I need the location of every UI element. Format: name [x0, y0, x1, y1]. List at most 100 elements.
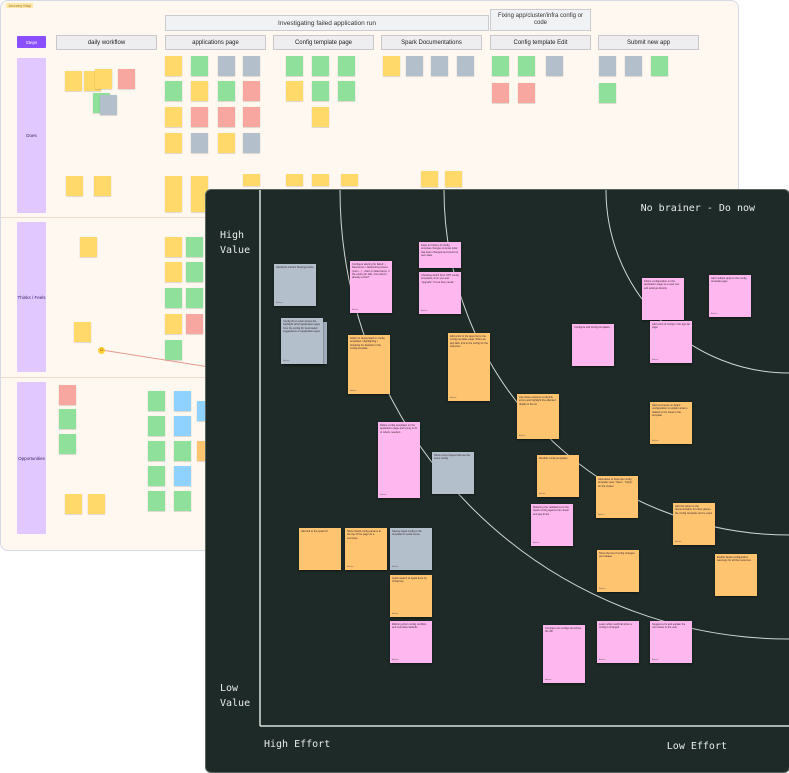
sticky-note[interactable]: Add link to the spark UI	[299, 528, 341, 570]
sticky-note[interactable]	[197, 441, 207, 461]
sticky-note[interactable]: Suggest a fix and explain the root cause…	[650, 621, 692, 663]
sticky-note[interactable]	[243, 56, 260, 76]
sticky-note[interactable]	[218, 133, 235, 153]
sticky-note[interactable]	[518, 83, 535, 103]
sticky-note[interactable]	[383, 56, 400, 76]
sticky-note[interactable]	[186, 314, 203, 334]
sticky-note[interactable]: Add multiple apps to the config template…	[709, 275, 751, 317]
sticky-note[interactable]	[94, 176, 111, 196]
sticky-note[interactable]	[312, 174, 329, 186]
sticky-note[interactable]	[191, 107, 208, 127]
sticky-note[interactable]	[406, 56, 423, 76]
sticky-note[interactable]: Quick search of spark docs by config key…	[390, 575, 432, 617]
sticky-note[interactable]: Configure edit config templates	[572, 324, 614, 366]
sticky-note[interactable]	[80, 237, 97, 257]
sticky-note[interactable]	[651, 56, 668, 76]
effort-value-matrix[interactable]: No brainer - Do now High Value Low Value…	[205, 189, 789, 773]
sticky-note[interactable]	[186, 237, 203, 257]
sticky-note[interactable]	[148, 466, 165, 486]
sticky-note[interactable]	[59, 434, 76, 454]
sticky-note[interactable]	[174, 391, 191, 411]
sticky-note[interactable]	[286, 81, 303, 101]
sticky-note[interactable]	[165, 81, 182, 101]
sticky-note[interactable]	[243, 81, 260, 101]
sticky-note[interactable]	[165, 288, 182, 308]
sticky-note[interactable]: Add comments on Spark configuration to e…	[650, 402, 692, 444]
sticky-note[interactable]	[421, 171, 438, 187]
sticky-note[interactable]	[341, 174, 358, 186]
sticky-note[interactable]	[95, 69, 112, 89]
sticky-note[interactable]	[165, 340, 182, 360]
sticky-note[interactable]	[218, 81, 235, 101]
sticky-note[interactable]: Add a link of config in the app list pag…	[650, 321, 692, 363]
sticky-note[interactable]	[174, 491, 191, 511]
sticky-note[interactable]	[174, 441, 191, 461]
sticky-note[interactable]: Show Spark config params at the top of t…	[345, 528, 387, 570]
sticky-note[interactable]: Matching the validations for the Spark c…	[531, 504, 573, 546]
sticky-note[interactable]	[492, 56, 509, 76]
sticky-note[interactable]	[165, 314, 182, 334]
sticky-note[interactable]	[518, 56, 535, 76]
sticky-note[interactable]	[218, 56, 235, 76]
sticky-note[interactable]	[165, 107, 182, 127]
sticky-note[interactable]	[118, 69, 135, 89]
sticky-note[interactable]: Enable Spark configuration warnings for …	[715, 554, 757, 596]
sticky-note[interactable]	[74, 322, 91, 342]
sticky-note[interactable]: Add the option to the documentation for …	[673, 503, 715, 545]
sticky-note[interactable]	[148, 391, 165, 411]
sticky-note[interactable]	[186, 262, 203, 282]
sticky-note[interactable]	[66, 176, 83, 196]
sticky-note[interactable]	[148, 416, 165, 436]
sticky-note[interactable]: Warning when config conflicts and overri…	[390, 621, 432, 663]
sticky-note[interactable]	[88, 494, 105, 514]
sticky-note[interactable]	[165, 237, 182, 257]
sticky-note[interactable]	[165, 176, 182, 212]
sticky-note[interactable]	[65, 494, 82, 514]
sticky-note[interactable]	[174, 416, 191, 436]
sticky-note[interactable]	[59, 385, 76, 405]
sticky-note[interactable]	[148, 441, 165, 461]
sticky-note[interactable]: Use these sections to identify errors an…	[517, 394, 559, 439]
sticky-note[interactable]	[338, 56, 355, 76]
sticky-note[interactable]	[431, 56, 448, 76]
sticky-note[interactable]: Show the list of config changes per rele…	[597, 550, 639, 592]
sticky-note[interactable]	[186, 288, 203, 308]
sticky-note[interactable]	[312, 81, 329, 101]
sticky-note[interactable]: Define configuration on the application …	[642, 278, 684, 320]
sticky-note[interactable]: Keep an history of config template chang…	[419, 242, 461, 268]
sticky-note[interactable]	[197, 401, 207, 421]
sticky-note[interactable]	[457, 56, 474, 76]
sticky-note[interactable]: Config ID on main screen list. Highlight…	[281, 318, 323, 364]
sticky-note[interactable]	[599, 83, 616, 103]
sticky-note[interactable]	[625, 56, 642, 76]
sticky-note[interactable]	[286, 174, 303, 186]
sticky-note[interactable]	[243, 174, 260, 186]
sticky-note[interactable]	[165, 262, 182, 282]
sticky-note[interactable]	[59, 409, 76, 429]
sticky-note[interactable]	[191, 81, 208, 101]
sticky-note[interactable]	[165, 56, 182, 76]
sticky-note[interactable]	[148, 491, 165, 511]
sticky-note[interactable]	[191, 56, 208, 76]
sticky-note[interactable]	[599, 56, 616, 76]
sticky-note[interactable]: Add a link in the apps list to the confi…	[448, 333, 490, 401]
sticky-note[interactable]: Notify on deprecated or config templates…	[348, 335, 390, 394]
sticky-note[interactable]	[65, 71, 82, 91]
sticky-note[interactable]: Learn what could fail when a config is c…	[597, 621, 639, 663]
sticky-note[interactable]	[312, 56, 329, 76]
sticky-note[interactable]	[546, 56, 563, 76]
sticky-note[interactable]	[191, 133, 208, 153]
sticky-note[interactable]	[445, 171, 462, 187]
sticky-note[interactable]	[218, 107, 235, 127]
sticky-note[interactable]	[243, 133, 260, 153]
sticky-note[interactable]	[191, 176, 208, 212]
sticky-note[interactable]: Saving spark config in the template for …	[390, 528, 432, 570]
sticky-note[interactable]	[243, 107, 260, 127]
sticky-note[interactable]	[165, 133, 182, 153]
sticky-note[interactable]: Show a list of apps that use the same co…	[432, 452, 474, 494]
sticky-note[interactable]	[100, 95, 117, 115]
sticky-note[interactable]: Define config templates on the applicati…	[378, 422, 420, 498]
